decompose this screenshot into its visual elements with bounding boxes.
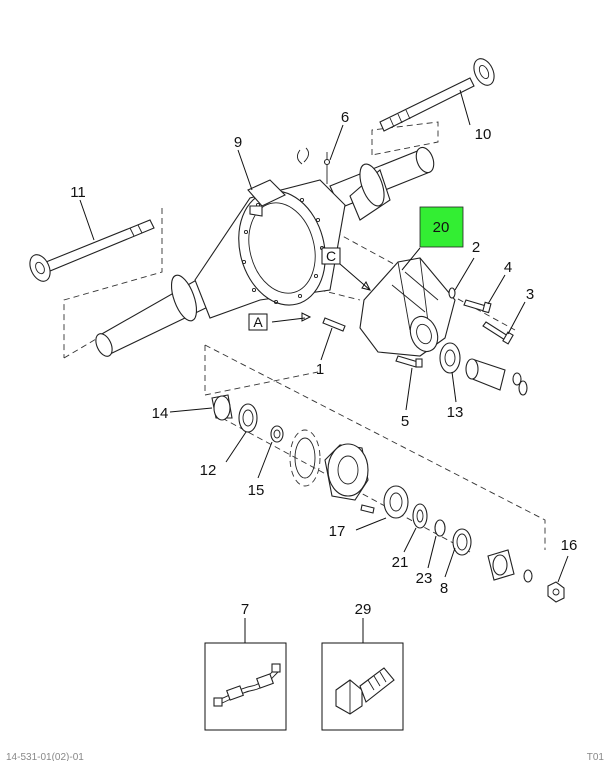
pinion-gear[interactable] [465, 358, 528, 396]
callout-17[interactable]: 17 [329, 523, 346, 540]
leader-lines [79, 89, 569, 643]
reference-label-c: C [326, 248, 336, 264]
callout-15[interactable]: 15 [248, 482, 265, 499]
bolt-short[interactable] [463, 299, 492, 314]
axle-shaft-right[interactable] [379, 56, 498, 132]
callout-7[interactable]: 7 [241, 601, 249, 618]
shim[interactable] [270, 425, 284, 443]
bolt-small[interactable] [395, 355, 423, 368]
yoke-flange[interactable] [487, 549, 533, 583]
callout-1[interactable]: 1 [316, 361, 324, 378]
callout-labels: 1 2 3 4 5 6 7 8 9 10 11 12 13 14 15 16 1… [70, 109, 577, 618]
reference-label-a: A [253, 314, 263, 330]
pinion-seal[interactable] [452, 528, 472, 556]
washer[interactable] [448, 287, 456, 299]
callout-12[interactable]: 12 [200, 462, 217, 479]
bearing-cone[interactable] [211, 394, 233, 421]
callout-21[interactable]: 21 [392, 554, 409, 571]
ring-gear[interactable] [289, 429, 321, 487]
inset-wire-harness[interactable] [204, 642, 287, 731]
callout-20[interactable]: 20 [433, 219, 450, 236]
differential-case[interactable] [324, 443, 375, 514]
callout-14[interactable]: 14 [152, 405, 169, 422]
highlight-box-20[interactable] [419, 206, 464, 248]
callout-8[interactable]: 8 [440, 580, 448, 597]
bolt-long[interactable] [482, 321, 514, 345]
sheet-code: T01 [587, 752, 605, 761]
breather[interactable] [297, 147, 331, 184]
callout-11[interactable]: 11 [70, 184, 86, 201]
callout-29[interactable]: 29 [355, 601, 372, 618]
callout-9[interactable]: 9 [234, 134, 242, 151]
callout-23[interactable]: 23 [416, 570, 433, 587]
stud[interactable] [322, 317, 346, 332]
callout-6[interactable]: 6 [341, 109, 349, 126]
callout-4[interactable]: 4 [504, 259, 512, 276]
callout-5[interactable]: 5 [401, 413, 409, 430]
pinion-nut[interactable] [547, 581, 565, 603]
reference-box-c [321, 247, 341, 265]
callout-2[interactable]: 2 [472, 239, 480, 256]
callout-13[interactable]: 13 [447, 404, 464, 421]
spacer-washer[interactable] [434, 519, 446, 537]
reference-box-a [248, 313, 268, 331]
callout-10[interactable]: 10 [475, 126, 492, 143]
callout-3[interactable]: 3 [526, 286, 534, 303]
axle-housing[interactable] [93, 145, 437, 359]
axle-shaft-left[interactable] [26, 219, 155, 284]
callout-16[interactable]: 16 [561, 537, 578, 554]
bearing-cup[interactable] [439, 342, 461, 374]
drawing-number: 14-531-01(02)-01 [6, 752, 84, 761]
bearing-cup-right[interactable] [383, 485, 409, 519]
bearing-cone-right[interactable] [412, 503, 428, 529]
bearing-cup-left[interactable] [238, 403, 258, 433]
inset-bolt[interactable] [321, 642, 404, 731]
carrier-assembly[interactable] [359, 257, 456, 357]
